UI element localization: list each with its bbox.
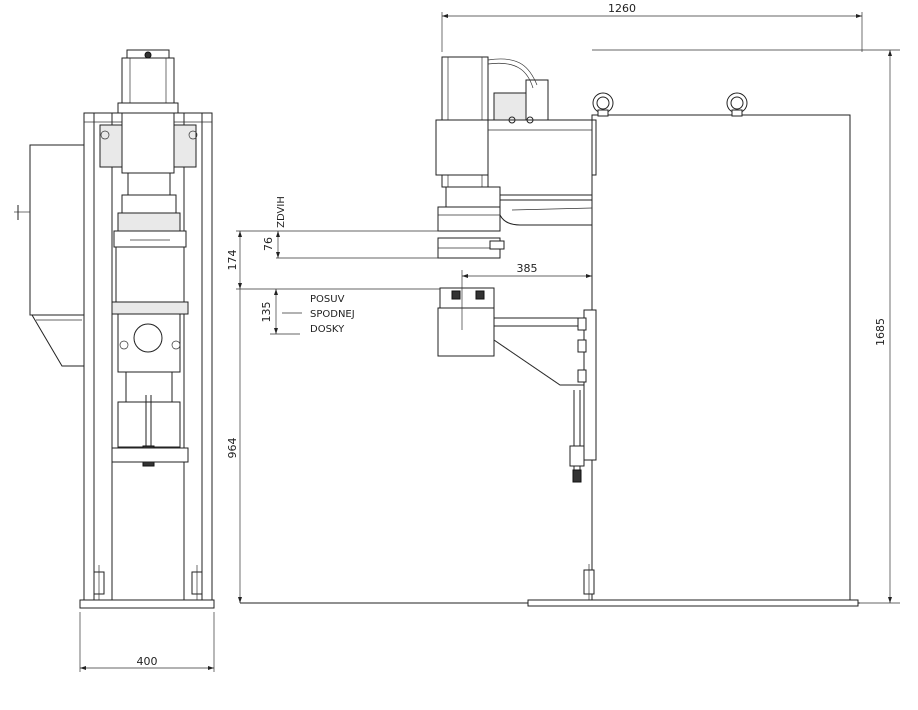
- front-side-cabinet: [29, 144, 85, 316]
- dim-height-total: 1685: [874, 318, 887, 346]
- side-main-body: [591, 114, 851, 604]
- dim-height-table: 964: [226, 438, 239, 459]
- dim-stroke-total: 174: [226, 250, 239, 271]
- dim-stroke-lift: 76: [262, 237, 275, 251]
- label-table-shift-2: SPODNEJ: [310, 309, 355, 320]
- dim-arm-reach: 385: [517, 262, 538, 275]
- front-view: 400: [14, 49, 215, 672]
- dim-depth-side: 1260: [608, 2, 636, 15]
- dim-table-adjust: 135: [260, 302, 273, 323]
- side-view: 1260 1685 174 76 ZDVIH 964 135 POSUV: [226, 2, 900, 607]
- label-lift: ZDVIH: [276, 196, 287, 228]
- label-table-shift-1: POSUV: [310, 294, 345, 305]
- label-table-shift-3: DOSKY: [310, 324, 345, 335]
- dim-width-front: 400: [137, 655, 158, 668]
